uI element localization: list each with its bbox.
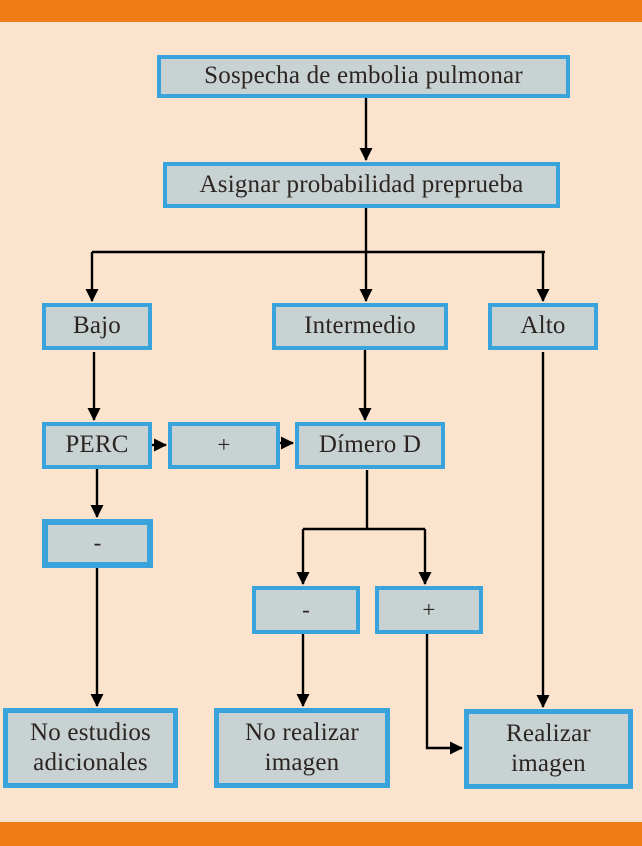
bottom-frame-bar	[0, 822, 642, 846]
node-asignar-probabilidad: Asignar probabilidad preprueba	[163, 162, 560, 208]
node-no-estudios-adicionales: No estudios adicionales	[3, 708, 178, 788]
node-sospecha-embolia: Sospecha de embolia pulmonar	[157, 55, 570, 98]
node-perc-positive: +	[168, 422, 280, 469]
node-dimero-negative: -	[252, 586, 360, 634]
node-alto: Alto	[488, 303, 598, 350]
node-dimero-positive: +	[375, 586, 483, 634]
node-perc-negative: -	[42, 519, 153, 568]
node-perc: PERC	[42, 422, 152, 469]
node-dimero-d: Dímero D	[295, 422, 445, 469]
top-frame-bar	[0, 0, 642, 22]
node-no-realizar-imagen: No realizar imagen	[214, 708, 390, 788]
node-realizar-imagen: Realizar imagen	[464, 709, 633, 789]
node-intermedio: Intermedio	[272, 303, 448, 350]
node-bajo: Bajo	[42, 303, 152, 350]
